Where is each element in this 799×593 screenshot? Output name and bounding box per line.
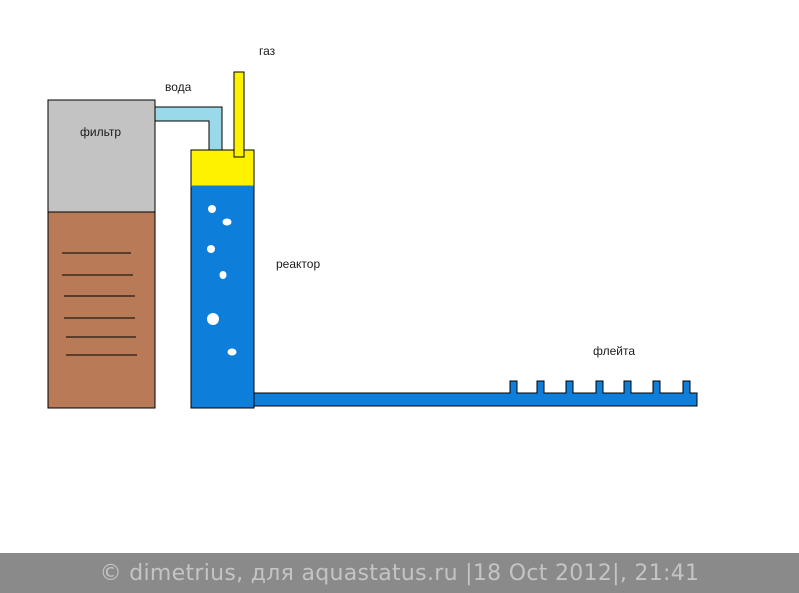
reactor-diagram: фильтр вода реактор газ флейта [47,44,698,409]
reactor-gas-zone [190,149,255,187]
watermark-footer: © dimetrius, для aquastatus.ru |18 Oct 2… [0,553,799,593]
gas-tube-shape [233,71,245,158]
watermark-text: © dimetrius, для aquastatus.ru |18 Oct 2… [99,560,700,586]
reactor-water-zone [190,185,255,409]
reactor-column: реактор [190,149,320,409]
bubble [207,313,219,325]
bubble [222,218,232,226]
flute-outlet: флейта [253,344,698,407]
bubble [219,271,227,279]
gas-inlet-tube: газ [233,44,276,158]
filter-media-lines [62,252,137,356]
filter-label: фильтр [80,125,121,139]
filter-canister: фильтр [47,99,156,409]
bubble [208,205,216,213]
flute-pipe-shape [253,380,698,407]
bubble [207,245,215,253]
water-label: вода [165,80,192,94]
reactor-bubbles [207,205,237,356]
flute-label: флейта [593,344,635,358]
filter-media-section [47,211,156,409]
filter-top-section [47,99,156,213]
reactor-label: реактор [276,257,320,271]
gas-label: газ [259,44,276,58]
bubble [227,348,237,356]
water-inlet-pipe: вода [154,80,223,158]
